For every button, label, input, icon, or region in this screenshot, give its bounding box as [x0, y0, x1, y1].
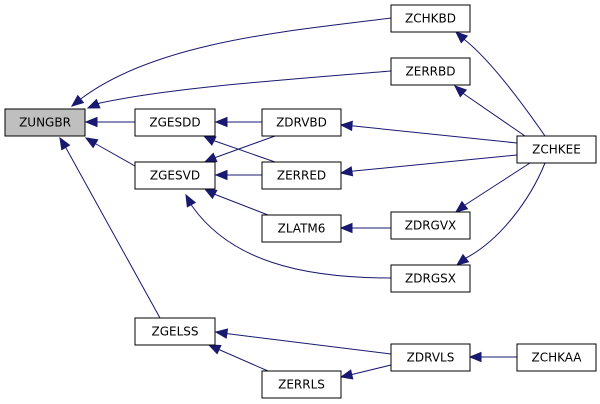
node-zgesvd[interactable]: ZGESVD	[134, 161, 216, 190]
edge-zdrgvx-to-zlatm6	[339, 222, 391, 234]
node-box	[134, 108, 216, 137]
node-box	[4, 108, 86, 137]
edge-zchkee-to-zdrvbd	[339, 120, 518, 144]
node-zgesdd[interactable]: ZGESDD	[134, 108, 216, 137]
node-zerred[interactable]: ZERRED	[261, 161, 342, 190]
edge-line	[340, 124, 518, 144]
edge-zdrgsx-to-zgesvd	[185, 193, 392, 279]
nodes-layer: ZUNGBR ZGESDD ZGESVD ZGELSS ZDRVBD ZERRED ZLAT…	[4, 4, 597, 399]
node-label: ZDRGVX	[405, 219, 457, 233]
node-label: ZGELSS	[151, 325, 198, 339]
edge-line	[71, 17, 392, 107]
node-zlatm6[interactable]: ZLATM6	[261, 214, 342, 243]
edge-line	[215, 331, 392, 355]
arrowhead-icon	[207, 344, 222, 355]
node-label: ZERRED	[277, 169, 326, 183]
node-zerrls[interactable]: ZERRLS	[261, 370, 342, 399]
edge-zgesvd-to-zungbr	[84, 137, 136, 167]
arrowhead-icon	[203, 152, 218, 163]
node-box	[390, 264, 471, 293]
node-zchkaa[interactable]: ZCHKAA	[516, 343, 597, 372]
node-zdrgvx[interactable]: ZDRGVX	[390, 211, 471, 240]
arrowhead-icon	[468, 351, 482, 363]
edge-zgelss-to-zungbr	[59, 136, 161, 319]
arrowhead-icon	[84, 116, 98, 128]
node-label: ZGESDD	[149, 116, 200, 130]
edge-zdrvls-to-zgelss	[214, 328, 392, 355]
edge-line	[340, 154, 518, 174]
edge-line	[185, 194, 392, 279]
edge-zerrbd-to-zungbr	[86, 70, 392, 109]
arrowhead-icon	[214, 169, 228, 181]
node-label: ZGESVD	[150, 169, 200, 183]
arrowhead-icon	[214, 116, 228, 128]
node-zungbr[interactable]: ZUNGBR	[4, 108, 86, 137]
edge-line	[455, 31, 546, 137]
node-label: ZCHKAA	[531, 351, 582, 365]
edge-line	[455, 162, 531, 213]
node-box	[261, 108, 342, 137]
edge-zchkee-to-zdrgvx	[454, 162, 531, 213]
arrowhead-icon	[59, 136, 71, 151]
edge-zchkaa-to-zdrvls	[468, 351, 517, 363]
edge-zlatm6-to-zgesvd	[203, 188, 269, 216]
node-box	[516, 343, 597, 372]
edge-line	[456, 162, 546, 266]
arrowhead-icon	[454, 85, 468, 98]
node-zdrvls[interactable]: ZDRVLS	[390, 343, 471, 372]
edge-zchkbd-to-zungbr	[70, 17, 392, 107]
node-zchkee[interactable]: ZCHKEE	[516, 135, 597, 164]
arrowhead-icon	[185, 193, 197, 208]
edge-zerred-to-zgesvd	[214, 169, 262, 181]
node-label: ZDRVBD	[276, 116, 327, 130]
edge-zchkee-to-zdrgsx	[455, 162, 546, 266]
node-box	[516, 135, 597, 164]
node-box	[390, 57, 471, 86]
arrowhead-icon	[454, 200, 469, 213]
node-box	[390, 343, 471, 372]
edge-zchkee-to-zchkbd	[455, 31, 546, 137]
node-box	[261, 214, 342, 243]
node-box	[134, 161, 216, 190]
edge-zchkee-to-zerred	[339, 154, 518, 177]
node-box	[134, 317, 216, 346]
edge-zerrls-to-zgelss	[207, 344, 269, 372]
node-zdrgsx[interactable]: ZDRGSX	[390, 264, 471, 293]
edge-zgesdd-to-zungbr	[84, 116, 135, 128]
node-label: ZERRLS	[278, 378, 325, 392]
edge-zdrvbd-to-zgesdd	[214, 116, 262, 128]
arrowhead-icon	[70, 94, 85, 107]
node-label: ZERRBD	[406, 65, 456, 79]
node-box	[261, 370, 342, 399]
node-box	[390, 211, 471, 240]
arrowhead-icon	[339, 120, 353, 132]
arrowhead-icon	[339, 166, 354, 177]
node-label: ZLATM6	[278, 222, 326, 236]
edge-zdrvls-to-zerrls	[339, 364, 392, 380]
arrowhead-icon	[339, 222, 353, 234]
arrowhead-icon	[455, 253, 470, 266]
arrowhead-icon	[86, 98, 101, 109]
arrowhead-icon	[202, 135, 217, 146]
arrowhead-icon	[339, 369, 354, 380]
arrowhead-icon	[455, 31, 469, 44]
node-zchkbd[interactable]: ZCHKBD	[390, 4, 471, 33]
node-box	[261, 161, 342, 190]
node-label: ZDRGSX	[405, 272, 456, 286]
node-label: ZDRVLS	[407, 351, 455, 365]
node-label: ZUNGBR	[19, 116, 71, 130]
node-zgelss[interactable]: ZGELSS	[134, 317, 216, 346]
edge-zchkee-to-zerrbd	[454, 85, 526, 137]
node-zdrvbd[interactable]: ZDRVBD	[261, 108, 342, 137]
node-box	[390, 4, 471, 33]
node-label: ZCHKEE	[532, 143, 581, 157]
arrowhead-icon	[214, 328, 229, 339]
edge-line	[87, 70, 392, 109]
node-label: ZCHKBD	[405, 12, 456, 26]
edges-layer	[59, 17, 546, 380]
arrowhead-icon	[84, 137, 99, 149]
arrowhead-icon	[203, 188, 218, 200]
node-zerrbd[interactable]: ZERRBD	[390, 57, 471, 86]
